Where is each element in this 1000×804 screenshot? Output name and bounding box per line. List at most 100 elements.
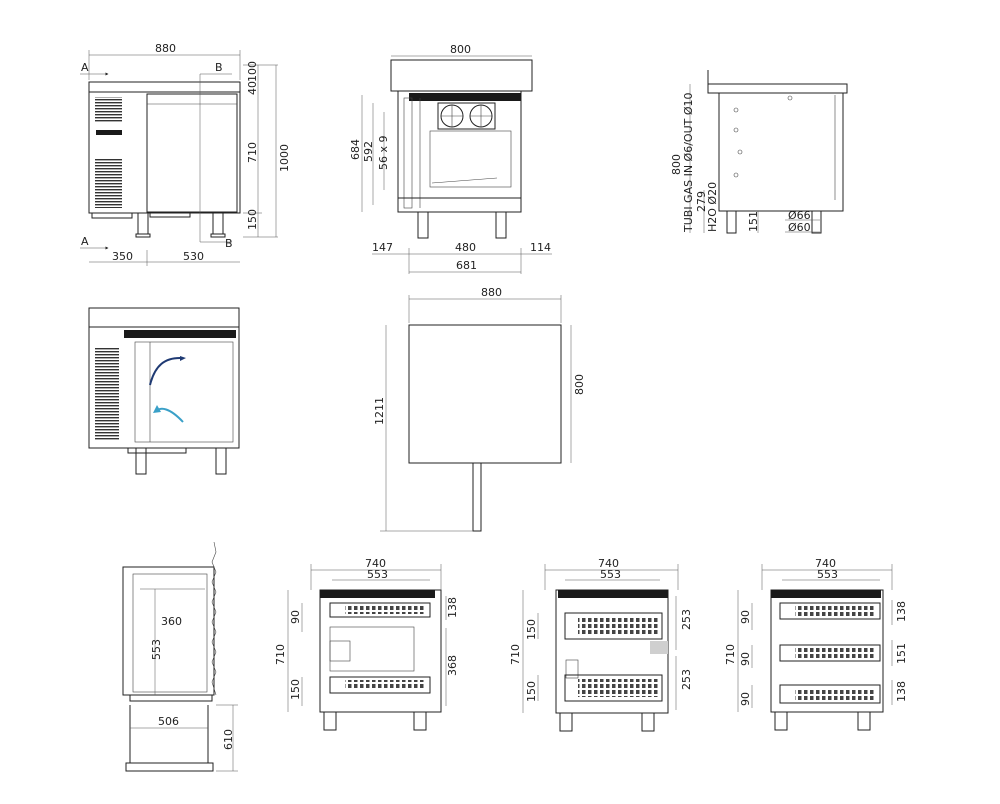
open-grille	[95, 347, 119, 441]
rear-leg-left	[726, 210, 737, 234]
cabinet-1-height-dim: 710	[274, 644, 287, 665]
section-b-top-label: B	[215, 61, 223, 74]
front-leg-left	[137, 212, 149, 235]
open-cavity	[134, 341, 234, 443]
open-worktop	[88, 307, 240, 328]
cabinet-3-dim-a: 90	[739, 610, 752, 624]
front-width-dim: 880	[155, 42, 176, 55]
side-inner-dim: 684	[349, 139, 362, 160]
cabinet-2-drawer-bottom	[564, 674, 663, 702]
side-leg-right	[495, 211, 507, 239]
airflow-out-arrow	[149, 357, 181, 386]
side-fan-box	[437, 102, 496, 130]
drawer-travel-dim: 610	[222, 729, 235, 750]
open-evaporator	[124, 330, 236, 338]
side-width-dim: 800	[450, 43, 471, 56]
front-view: A B A B 880 350 530 40 100 710 150 1000	[80, 42, 291, 266]
cabinet-1-drawer-bottom	[329, 676, 431, 694]
front-toptop-dim: 100	[246, 61, 259, 82]
cabinet-2-dim-c: 253	[680, 609, 693, 630]
section-b-bottom-label: B	[225, 237, 233, 250]
cabinet-3-drawer-1	[779, 602, 881, 620]
front-body	[88, 91, 241, 214]
open-leg-left	[135, 447, 147, 475]
side-slots-dim: 56 x 9	[377, 136, 390, 171]
open-leg-right	[215, 447, 227, 475]
cabinet-3-dim-f: 138	[895, 681, 908, 702]
plan-open-dim: 1211	[373, 397, 386, 425]
cabinet-1-inner-dim: 553	[367, 568, 388, 581]
rear-gas-label: TUBI GAS IN Ø6/OUT Ø10	[682, 93, 695, 234]
drawer-inner-dim: 360	[161, 615, 182, 628]
cabinet-2-dim-b: 150	[525, 681, 538, 702]
drawer-height-dim: 553	[150, 639, 163, 660]
rear-dia2-dim: Ø60	[788, 221, 811, 234]
front-leg-right	[212, 212, 224, 235]
side-left-dim: 147	[372, 241, 393, 254]
cabinet-1-dim-b: 150	[289, 679, 302, 700]
drawer-base	[125, 762, 214, 772]
rear-gas-height-dim: 279	[695, 191, 708, 212]
front-total-dim: 1000	[278, 144, 291, 172]
rear-leg-dim: 151	[747, 211, 760, 232]
cabinet-1-view: 740 553 710 90 150 138 368	[274, 557, 459, 731]
section-a-bottom-label: A	[81, 235, 89, 248]
rear-view: 800 TUBI GAS IN Ø6/OUT Ø10 279 H2O Ø20 1…	[670, 70, 848, 234]
side-body	[397, 90, 522, 213]
cabinet-3-dim-c: 90	[739, 692, 752, 706]
cabinet-1-dim-c: 138	[446, 597, 459, 618]
plan-top	[408, 324, 562, 464]
plan-open-door	[472, 462, 482, 532]
rear-body	[718, 92, 844, 212]
rear-water-label: H2O Ø20	[706, 182, 719, 232]
side-opening-dim: 592	[362, 141, 375, 162]
front-grille-bottom	[95, 158, 122, 208]
cabinet-1-dim-d: 368	[446, 655, 459, 676]
front-control-panel	[96, 130, 122, 135]
cabinet-2-height-dim: 710	[509, 644, 522, 665]
drawer-width-dim: 506	[158, 715, 179, 728]
front-grille-top	[95, 97, 122, 123]
drawer-body	[122, 566, 215, 696]
front-worktop	[88, 81, 241, 93]
front-top-dim: 40	[246, 81, 259, 95]
side-section-view: 800 684 592 56 x 9 147 480 114 681	[349, 43, 552, 274]
cabinet-2-inner-dim: 553	[600, 568, 621, 581]
cabinet-3-dim-b: 90	[739, 652, 752, 666]
cabinet-2-dim-d: 253	[680, 669, 693, 690]
front-body-dim: 710	[246, 142, 259, 163]
cabinet-1-drawer-top	[329, 602, 431, 618]
side-total-dim: 681	[456, 259, 477, 272]
cabinet-3-view: 740 553 710 90 90 90 138 151 138	[724, 557, 908, 731]
cabinet-1-compartment	[329, 626, 415, 672]
side-evaporator	[409, 93, 521, 101]
cabinet-3-dim-e: 151	[895, 643, 908, 664]
front-door	[146, 93, 238, 213]
side-middle-dim: 480	[455, 241, 476, 254]
side-right-dim: 114	[530, 241, 551, 254]
section-a-top-label: A	[81, 61, 89, 74]
cabinet-3-drawer-3	[779, 684, 881, 704]
side-cavity	[429, 130, 512, 188]
cabinet-3-height-dim: 710	[724, 644, 737, 665]
rear-leg-right	[811, 210, 822, 234]
cabinet-2-outer-dim: 740	[598, 557, 619, 570]
cabinet-2-dim-a: 150	[525, 619, 538, 640]
cabinet-3-inner-dim: 553	[817, 568, 838, 581]
front-right-dim: 530	[183, 250, 204, 263]
cabinet-3-drawer-2	[779, 644, 881, 662]
rear-height-dim: 800	[670, 154, 683, 175]
cabinet-3-dim-d: 138	[895, 601, 908, 622]
cabinet-1-outer-dim: 740	[365, 557, 386, 570]
front-left-dim: 350	[112, 250, 133, 263]
drawer-view: 360 553 506 610	[122, 541, 238, 772]
plan-width-dim: 880	[481, 286, 502, 299]
plan-view: 880 800 1211	[373, 286, 586, 532]
drawer-inner	[132, 573, 208, 693]
cabinet-2-drawer-top	[564, 612, 663, 640]
side-leg-left	[417, 211, 429, 239]
side-worktop	[390, 59, 533, 92]
front-kickplate	[91, 212, 133, 219]
